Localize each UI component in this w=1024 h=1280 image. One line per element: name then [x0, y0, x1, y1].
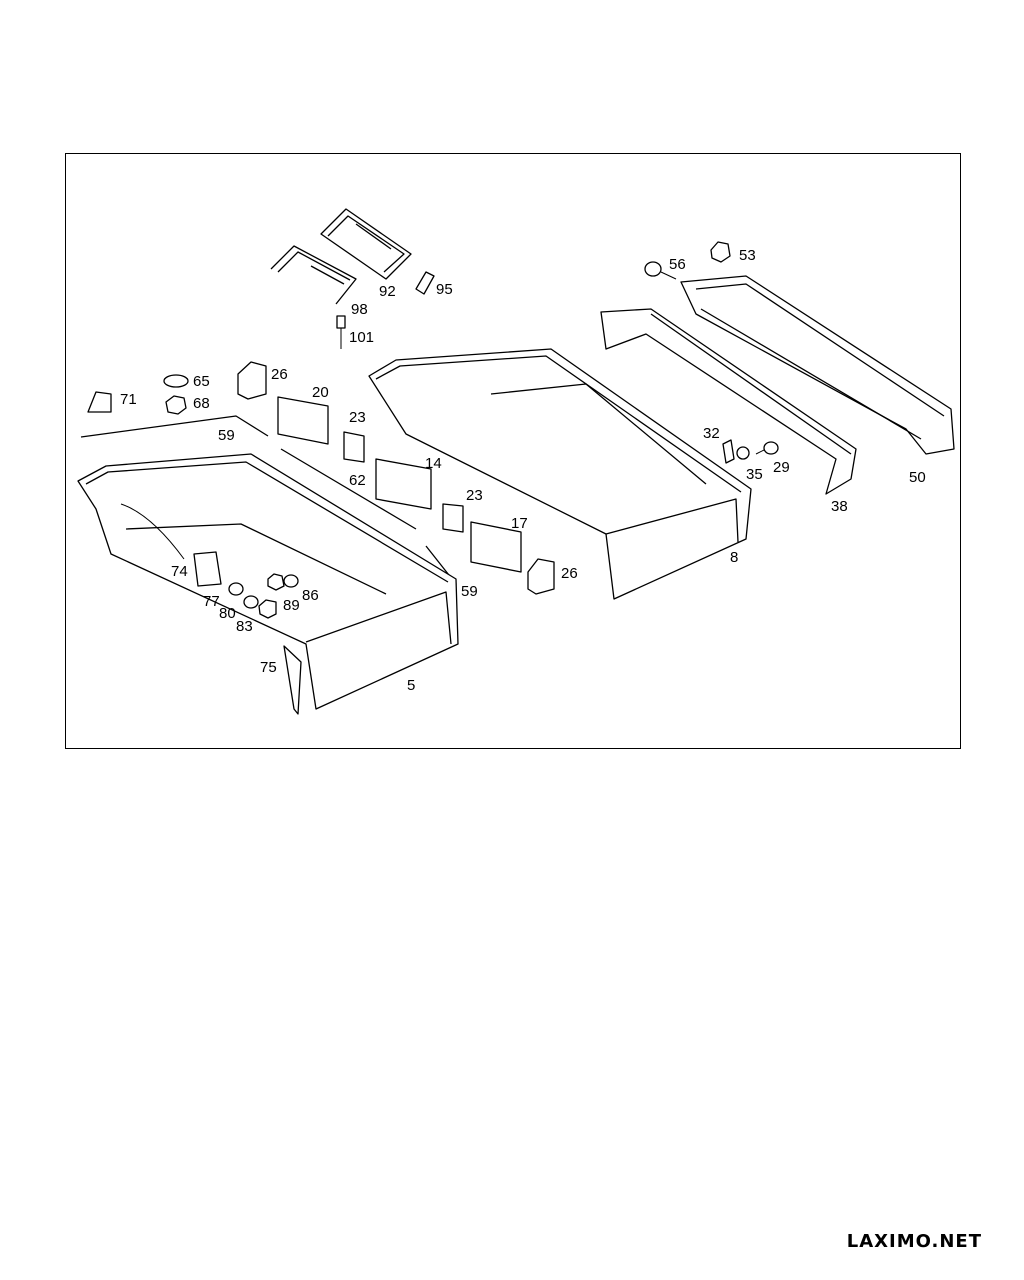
part-14-block[interactable]: [375, 458, 432, 510]
part-83-washer[interactable]: [243, 595, 259, 609]
label-17[interactable]: 17: [511, 515, 528, 532]
part-32-clip[interactable]: [722, 439, 735, 464]
label-59-lower[interactable]: 59: [461, 583, 478, 600]
part-53-nut[interactable]: [710, 241, 731, 263]
label-35[interactable]: 35: [746, 466, 763, 483]
label-26-left[interactable]: 26: [271, 366, 288, 383]
label-83[interactable]: 83: [236, 618, 253, 635]
part-74-cable[interactable]: [120, 503, 185, 560]
label-92[interactable]: 92: [379, 283, 396, 300]
label-53[interactable]: 53: [739, 247, 756, 264]
label-20[interactable]: 20: [312, 384, 329, 401]
part-8-bumper[interactable]: [368, 348, 752, 600]
part-65-washer[interactable]: [163, 374, 189, 388]
label-56[interactable]: 56: [669, 256, 686, 273]
part-83-nut[interactable]: [258, 599, 277, 619]
part-20-block[interactable]: [277, 396, 329, 445]
label-89[interactable]: 89: [283, 597, 300, 614]
part-26-bracket-right[interactable]: [527, 558, 555, 595]
parts-diagram: 5 8 14 17 20 23 23 26 26 29 32 35 38 50 …: [65, 153, 961, 749]
part-38-bumper-cover[interactable]: [600, 308, 857, 495]
part-23-clip-lower[interactable]: [442, 503, 464, 533]
label-8[interactable]: 8: [730, 549, 738, 566]
label-38[interactable]: 38: [831, 498, 848, 515]
label-101[interactable]: 101: [349, 329, 374, 346]
label-5[interactable]: 5: [407, 677, 415, 694]
part-95-clip[interactable]: [415, 271, 435, 295]
label-23-upper[interactable]: 23: [349, 409, 366, 426]
label-86[interactable]: 86: [302, 587, 319, 604]
laximo-watermark: LAXIMO.NET: [846, 1231, 982, 1252]
label-14[interactable]: 14: [425, 455, 442, 472]
part-17-block[interactable]: [470, 521, 522, 573]
part-75-end-piece[interactable]: [283, 645, 302, 715]
part-29-screw[interactable]: [755, 441, 779, 455]
part-89-washer[interactable]: [283, 574, 299, 588]
part-86-nut[interactable]: [267, 573, 285, 591]
part-50-bumper-trim[interactable]: [680, 275, 955, 455]
part-23-clip-upper[interactable]: [343, 431, 365, 463]
part-68-nut[interactable]: [165, 395, 187, 415]
part-62-strip[interactable]: [280, 448, 417, 530]
label-71[interactable]: 71: [120, 391, 137, 408]
label-77[interactable]: 77: [203, 593, 220, 610]
part-59-strip-upper[interactable]: [80, 415, 269, 438]
label-98[interactable]: 98: [351, 301, 368, 318]
label-95[interactable]: 95: [436, 281, 453, 298]
label-32[interactable]: 32: [703, 425, 720, 442]
label-68[interactable]: 68: [193, 395, 210, 412]
label-65[interactable]: 65: [193, 373, 210, 390]
part-77-bracket[interactable]: [193, 551, 222, 587]
label-80[interactable]: 80: [219, 605, 236, 622]
part-56-screw[interactable]: [644, 261, 677, 280]
label-75[interactable]: 75: [260, 659, 277, 676]
part-80-washer[interactable]: [228, 582, 244, 596]
label-23-lower[interactable]: 23: [466, 487, 483, 504]
part-35-washer[interactable]: [736, 446, 750, 460]
part-26-bracket-left[interactable]: [237, 361, 267, 400]
part-98-bracket[interactable]: [270, 245, 357, 305]
part-71-clip[interactable]: [87, 391, 112, 413]
part-92-bracket[interactable]: [320, 208, 412, 280]
label-74[interactable]: 74: [171, 563, 188, 580]
label-62[interactable]: 62: [349, 472, 366, 489]
part-101-bolt[interactable]: [336, 315, 346, 349]
label-50[interactable]: 50: [909, 469, 926, 486]
label-59-upper[interactable]: 59: [218, 427, 235, 444]
diagram-canvas: 5 8 14 17 20 23 23 26 26 29 32 35 38 50 …: [77, 208, 955, 715]
label-26-right[interactable]: 26: [561, 565, 578, 582]
label-29[interactable]: 29: [773, 459, 790, 476]
